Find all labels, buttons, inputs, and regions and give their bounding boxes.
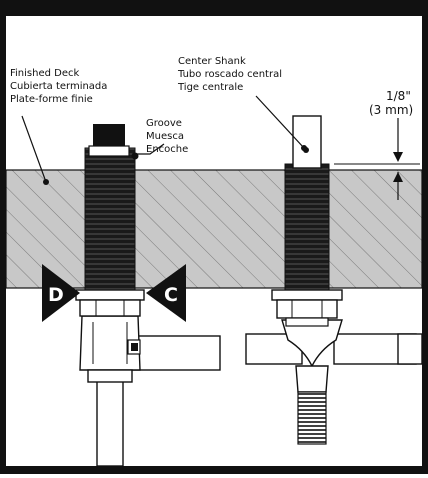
center-shank-leader [255,95,305,149]
finished-deck-label: Finished Deck Cubierta terminada Plate-f… [10,68,111,105]
center-shank-label: Center Shank Tubo roscado central Tige c… [177,56,285,93]
top-frame-bar [0,0,428,16]
groove-label: Groove Muesca Encoche [146,118,188,155]
bottom-frame-bar [0,466,428,474]
badge-d-label: D [48,284,64,306]
left-frame-bar [0,0,6,474]
dimension-marker [334,118,420,200]
badge-d-marker: D [42,264,80,322]
left-valve-assembly [75,124,221,467]
finished-deck-leader [21,115,47,183]
center-spout-assembly [245,115,423,445]
finished-deck-slab [5,169,423,289]
right-frame-bar [422,0,428,474]
dimension-label: 1/8" (3 mm) [369,89,415,117]
badge-c-label: C [164,284,178,306]
badge-c-marker: C [146,264,186,322]
groove-leader [136,143,165,155]
